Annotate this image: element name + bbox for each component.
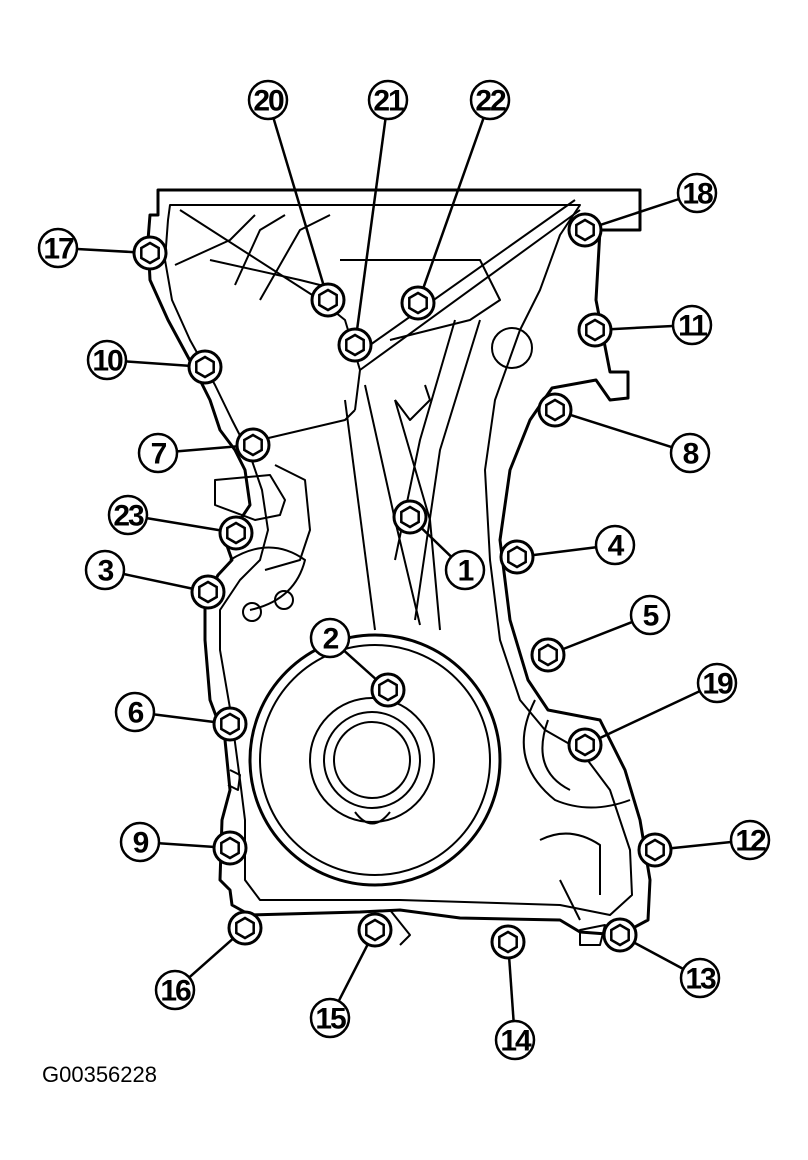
callout-label: 15 (315, 1003, 346, 1036)
callout-label: 3 (98, 555, 114, 588)
callout-10: 10 (86, 339, 128, 381)
leader-line-8 (568, 413, 673, 449)
callout-19: 19 (696, 662, 738, 704)
bolt-9 (212, 830, 248, 866)
callout-3: 3 (84, 549, 126, 591)
timing-cover-outline (146, 188, 652, 946)
callout-label: 7 (151, 438, 167, 471)
bolt-20 (310, 282, 346, 318)
bolt-13 (602, 917, 638, 953)
callout-9: 9 (119, 821, 161, 863)
leader-line-12 (669, 840, 732, 850)
callout-22: 22 (469, 79, 511, 121)
callout-5: 5 (629, 594, 671, 636)
callout-label: 4 (608, 530, 625, 563)
leader-line-7 (176, 445, 239, 453)
bolt-19 (567, 727, 603, 763)
leader-line-4 (531, 546, 597, 557)
bolt-5 (530, 637, 566, 673)
bolt-10 (187, 349, 223, 385)
leader-line-14 (507, 956, 515, 1022)
callout-label: 23 (113, 500, 144, 533)
callout-label: 22 (475, 85, 506, 118)
leader-line-23 (146, 516, 222, 532)
callout-label: 18 (682, 178, 713, 211)
bolt-1 (392, 499, 428, 535)
leader-line-18 (598, 197, 680, 227)
bolt-12 (637, 832, 673, 868)
callout-label: 10 (92, 345, 123, 378)
callout-label: 2 (323, 623, 339, 656)
bolt-14 (490, 924, 526, 960)
leader-line-1 (419, 526, 453, 558)
leader-line-13 (632, 940, 684, 971)
leader-line-22 (421, 117, 485, 290)
bolt-4 (499, 539, 535, 575)
callout-label: 9 (133, 827, 149, 860)
leader-line-15 (337, 942, 370, 1002)
callout-label: 1 (458, 555, 474, 588)
callout-21: 21 (367, 79, 409, 121)
bolt-6 (212, 706, 248, 742)
callout-16: 16 (154, 969, 196, 1011)
leader-line-21 (355, 118, 387, 331)
callout-label: 17 (43, 233, 74, 266)
callout-label: 16 (160, 975, 191, 1008)
callout-14: 14 (494, 1019, 536, 1061)
callout-label: 12 (735, 825, 766, 858)
leader-line-16 (188, 936, 235, 979)
callout-7: 7 (137, 432, 179, 474)
callout-12: 12 (729, 819, 771, 861)
callout-label: 13 (685, 963, 716, 996)
bolt-7 (235, 427, 271, 463)
callout-4: 4 (594, 524, 636, 566)
leader-line-20 (272, 117, 325, 286)
leader-line-19 (598, 689, 701, 740)
callout-label: 5 (643, 600, 659, 633)
callout-label: 14 (500, 1025, 532, 1058)
callout-18: 18 (676, 172, 718, 214)
callout-11: 11 (671, 304, 713, 346)
callout-label: 11 (678, 310, 707, 343)
leader-line-5 (561, 620, 633, 651)
bolt-18 (567, 212, 603, 248)
leader-line-17 (76, 247, 136, 254)
callout-label: 21 (373, 85, 404, 118)
leader-line-3 (123, 572, 194, 591)
leader-line-11 (609, 324, 674, 331)
callout-6: 6 (114, 691, 156, 733)
leader-lines (76, 117, 732, 1022)
leader-line-9 (158, 842, 216, 849)
callout-15: 15 (309, 997, 351, 1039)
leader-line-10 (125, 360, 191, 368)
callout-label: 19 (702, 668, 733, 701)
callout-20: 20 (247, 79, 289, 121)
bolt-8 (537, 392, 573, 428)
bolt-11 (577, 312, 613, 348)
bolt-23 (218, 515, 254, 551)
bolt-3 (190, 574, 226, 610)
callout-2: 2 (309, 617, 351, 659)
bolt-21 (337, 327, 373, 363)
bolt-15 (357, 912, 393, 948)
bolt-group (132, 212, 673, 960)
bolt-22 (400, 285, 436, 321)
callout-23: 23 (107, 494, 149, 536)
callout-label: 8 (683, 438, 699, 471)
callout-label: 6 (128, 697, 144, 730)
callout-13: 13 (679, 957, 721, 999)
leader-line-2 (343, 649, 378, 681)
callout-17: 17 (37, 227, 79, 269)
figure-id: G00356228 (42, 1062, 157, 1087)
leader-line-6 (153, 713, 216, 724)
bolt-2 (370, 672, 406, 708)
callout-8: 8 (669, 432, 711, 474)
bolt-17 (132, 235, 168, 271)
callout-1: 1 (444, 549, 486, 591)
callout-label: 20 (253, 85, 284, 118)
bolt-16 (227, 910, 263, 946)
